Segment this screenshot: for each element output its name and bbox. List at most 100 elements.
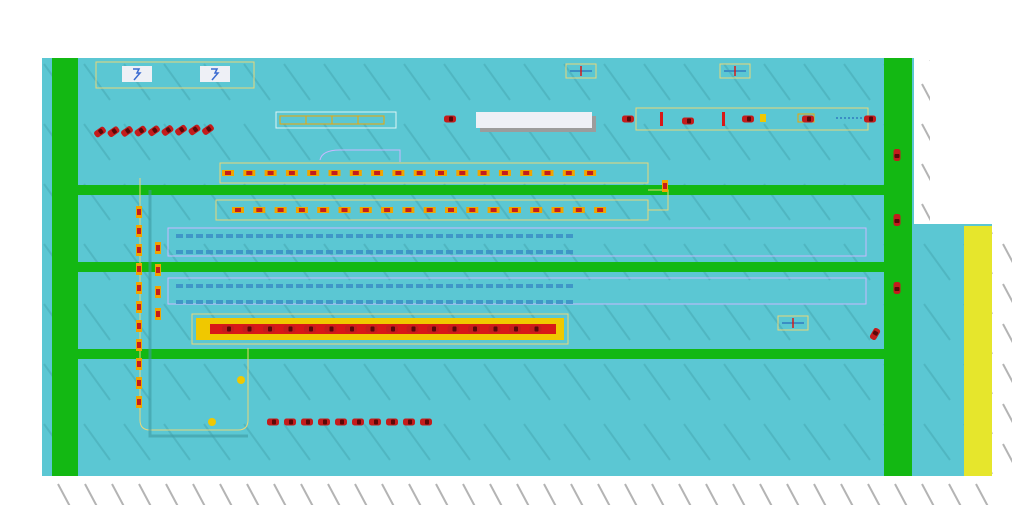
assembly-car[interactable]: [427, 325, 439, 333]
skid-carrier[interactable]: [423, 207, 436, 213]
skid-carrier[interactable]: [445, 207, 457, 213]
skid-carrier[interactable]: [264, 170, 277, 176]
paint-booth-panel[interactable]: [476, 112, 596, 132]
vertical-carrier[interactable]: [136, 282, 142, 294]
assembly-car[interactable]: [283, 325, 296, 333]
parked-car[interactable]: [107, 125, 121, 138]
skid-carrier[interactable]: [349, 170, 362, 176]
skid-carrier[interactable]: [295, 207, 308, 213]
vertical-carrier[interactable]: [155, 286, 161, 298]
assembly-car[interactable]: [406, 325, 419, 333]
assembly-car[interactable]: [365, 325, 378, 333]
vertical-carrier[interactable]: [155, 308, 161, 320]
parked-car[interactable]: [134, 125, 148, 138]
parked-car[interactable]: [161, 124, 175, 137]
junction-node[interactable]: [237, 376, 245, 384]
vertical-carrier[interactable]: [136, 320, 142, 332]
assembly-car[interactable]: [222, 325, 234, 333]
parked-car[interactable]: [147, 124, 161, 137]
parked-car[interactable]: [284, 418, 296, 426]
workstation-icon[interactable]: [200, 66, 230, 82]
assembly-car[interactable]: [509, 325, 521, 333]
parked-car[interactable]: [188, 124, 202, 137]
parked-car[interactable]: [386, 418, 398, 426]
skid-carrier[interactable]: [381, 207, 394, 213]
assembly-car[interactable]: [386, 325, 398, 333]
line-car[interactable]: [742, 115, 754, 123]
skid-carrier[interactable]: [562, 170, 575, 176]
skid-carrier[interactable]: [222, 170, 234, 176]
skid-carrier[interactable]: [285, 170, 298, 176]
parked-car[interactable]: [318, 418, 330, 426]
line-car[interactable]: [444, 115, 456, 123]
inspection-cell-icon[interactable]: [777, 315, 809, 331]
skid-carrier[interactable]: [317, 207, 330, 213]
skid-carrier[interactable]: [594, 207, 607, 213]
vertical-carrier[interactable]: [155, 264, 161, 276]
assembly-car[interactable]: [488, 325, 501, 333]
parked-car[interactable]: [93, 126, 107, 139]
vertical-carrier[interactable]: [136, 396, 142, 408]
skid-carrier[interactable]: [508, 207, 521, 213]
skid-carrier[interactable]: [392, 170, 405, 176]
parked-car[interactable]: [352, 418, 364, 426]
vertical-carrier[interactable]: [136, 301, 142, 313]
workstation-icon[interactable]: [122, 66, 152, 82]
line-car[interactable]: [622, 115, 634, 123]
assembly-car[interactable]: [263, 325, 275, 333]
parked-car[interactable]: [420, 418, 432, 426]
junction-node[interactable]: [208, 418, 216, 426]
parked-car[interactable]: [403, 418, 415, 426]
parked-car[interactable]: [120, 125, 134, 138]
skid-carrier[interactable]: [530, 207, 543, 213]
vertical-carrier[interactable]: [662, 180, 668, 192]
skid-carrier[interactable]: [551, 207, 564, 213]
vertical-carrier[interactable]: [136, 263, 142, 275]
skid-carrier[interactable]: [572, 207, 585, 213]
assembly-car[interactable]: [468, 325, 480, 333]
skid-carrier[interactable]: [435, 170, 447, 176]
skid-carrier[interactable]: [466, 207, 479, 213]
skid-carrier[interactable]: [232, 207, 244, 213]
skid-carrier[interactable]: [371, 170, 384, 176]
parked-car[interactable]: [335, 418, 347, 426]
parked-car[interactable]: [174, 124, 188, 137]
parked-car[interactable]: [201, 123, 215, 136]
vertical-carrier[interactable]: [136, 244, 142, 256]
skid-carrier[interactable]: [338, 207, 351, 213]
robot-cell-rack[interactable]: [275, 111, 397, 129]
inspection-cell-icon[interactable]: [719, 63, 751, 79]
assembly-car[interactable]: [324, 325, 337, 333]
skid-carrier[interactable]: [477, 170, 490, 176]
assembly-car[interactable]: [345, 325, 357, 333]
assembly-car[interactable]: [242, 325, 255, 333]
inspection-cell-icon[interactable]: [565, 63, 597, 79]
parked-car[interactable]: [267, 418, 279, 426]
assembly-car[interactable]: [304, 325, 316, 333]
aisle-car[interactable]: [893, 149, 901, 161]
vertical-carrier[interactable]: [136, 358, 142, 370]
line-car[interactable]: [682, 117, 694, 125]
vertical-carrier[interactable]: [136, 206, 142, 218]
skid-carrier[interactable]: [243, 170, 256, 176]
parked-car[interactable]: [301, 418, 313, 426]
skid-carrier[interactable]: [413, 170, 426, 176]
skid-carrier[interactable]: [328, 170, 341, 176]
vertical-carrier[interactable]: [136, 339, 142, 351]
aisle-car[interactable]: [893, 282, 901, 294]
aisle-car[interactable]: [893, 214, 901, 226]
skid-carrier[interactable]: [541, 170, 554, 176]
skid-carrier[interactable]: [253, 207, 266, 213]
skid-carrier[interactable]: [359, 207, 372, 213]
skid-carrier[interactable]: [487, 207, 500, 213]
skid-carrier[interactable]: [456, 170, 469, 176]
aisle-car[interactable]: [869, 327, 881, 341]
assembly-car[interactable]: [529, 325, 542, 333]
skid-carrier[interactable]: [584, 170, 597, 176]
skid-carrier[interactable]: [498, 170, 511, 176]
skid-carrier[interactable]: [520, 170, 533, 176]
skid-carrier[interactable]: [307, 170, 320, 176]
vertical-carrier[interactable]: [136, 377, 142, 389]
assembly-car[interactable]: [447, 325, 460, 333]
line-car[interactable]: [802, 115, 814, 123]
